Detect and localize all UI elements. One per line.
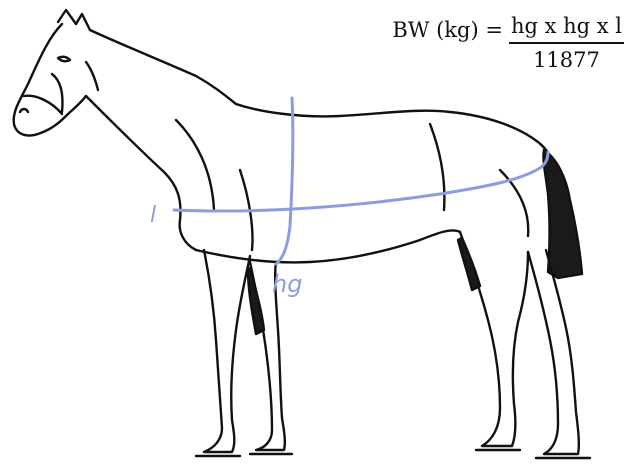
length-label: l <box>150 203 156 228</box>
formula-numerator: hg x hg x l <box>509 14 624 44</box>
horse-shoulder <box>176 120 253 250</box>
horse-belly <box>196 230 460 262</box>
horse-front-leg-near <box>204 250 250 452</box>
measurement-lines <box>174 98 548 264</box>
horse-neck-top <box>90 30 236 104</box>
horse-front-leg-shading <box>248 268 264 334</box>
horse-hind-leg-far <box>528 250 579 454</box>
heart-girth-line <box>276 98 293 264</box>
formula-denominator: 11877 <box>533 44 600 72</box>
body-length-line <box>174 152 548 211</box>
formula-fraction: hg x hg x l 11877 <box>509 14 624 72</box>
horse-eye <box>58 57 70 62</box>
ground-shadow <box>196 450 590 458</box>
heart-girth-label: hg <box>272 270 302 298</box>
horse-outline <box>14 10 590 458</box>
body-weight-formula: BW (kg) = hg x hg x l 11877 <box>392 14 624 72</box>
horse-hind-leg-shading <box>458 238 480 290</box>
formula-lhs: BW (kg) = <box>392 18 503 42</box>
horse-nostril <box>20 109 28 112</box>
horse-head <box>14 24 86 136</box>
horse-ears <box>58 10 90 30</box>
horse-chest <box>86 96 196 250</box>
horse-back <box>236 104 552 166</box>
